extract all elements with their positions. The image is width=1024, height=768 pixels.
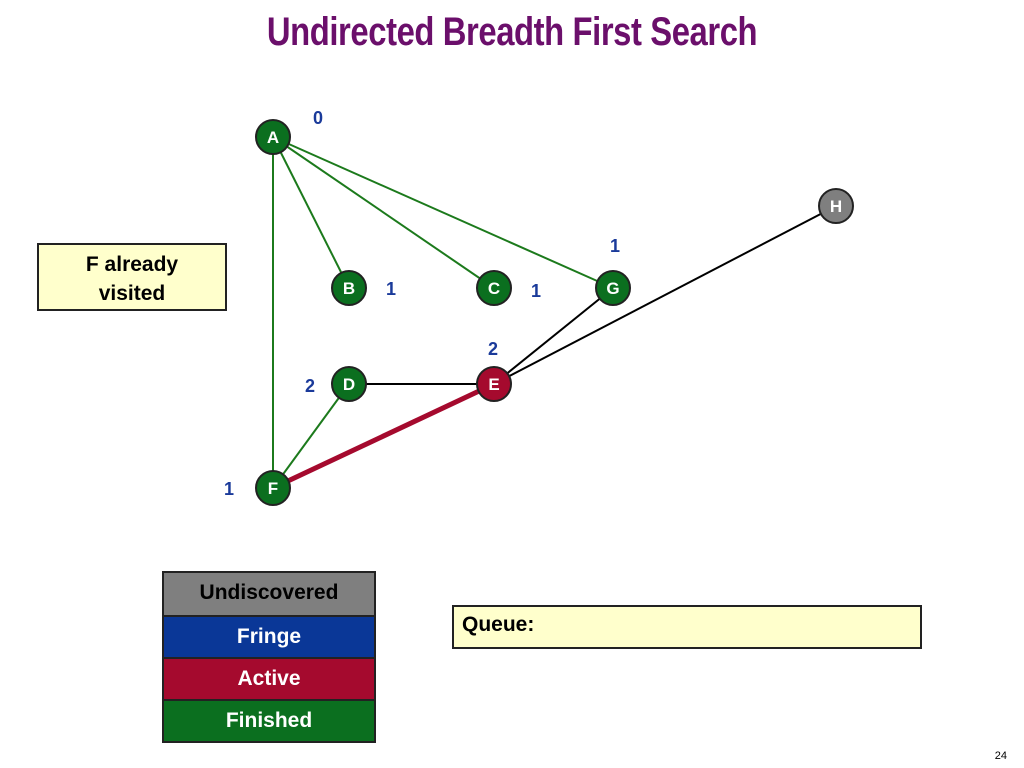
node-label: A (267, 128, 279, 147)
edge-G-E (493, 287, 614, 385)
node-circle (255, 470, 291, 506)
node-circle (476, 366, 512, 402)
distance-label-E: 2 (488, 339, 498, 359)
queue-label: Queue: (462, 613, 535, 636)
node-circle (331, 366, 367, 402)
node-circle (818, 188, 854, 224)
edge-F-D (272, 383, 350, 489)
node-label: D (343, 375, 355, 394)
note-box: F already visited (37, 243, 227, 311)
node-circle (595, 270, 631, 306)
node-label: C (488, 279, 500, 298)
node-H: H (818, 188, 854, 224)
node-label: E (488, 375, 499, 394)
node-label: H (830, 197, 842, 216)
legend-undiscovered: Undiscovered (164, 573, 374, 615)
distance-label-C: 1 (531, 281, 541, 301)
legend: Undiscovered Fringe Active Finished (162, 571, 376, 743)
node-F: F (255, 470, 291, 506)
queue-box: Queue: (452, 605, 922, 649)
edge-A-B (272, 136, 350, 289)
edge-A-C (272, 136, 495, 289)
distance-label-F: 1 (224, 479, 234, 499)
edge-A-G (272, 136, 614, 289)
node-label: F (268, 479, 278, 498)
node-D: D (331, 366, 367, 402)
legend-fringe: Fringe (164, 615, 374, 657)
page-number: 24 (994, 750, 1007, 762)
distance-label-B: 1 (386, 279, 396, 299)
node-G: G (595, 270, 631, 306)
node-C: C (476, 270, 512, 306)
node-circle (255, 119, 291, 155)
node-circle (476, 270, 512, 306)
distance-label-A: 0 (313, 108, 323, 128)
node-label: B (343, 279, 355, 298)
node-A: A (255, 119, 291, 155)
distance-label-G: 1 (610, 236, 620, 256)
note-line-2: visited (98, 282, 166, 305)
edge-E-H (493, 205, 837, 385)
slide-title: Undirected Breadth First Search (266, 10, 758, 54)
legend-finished: Finished (164, 699, 374, 741)
node-B: B (331, 270, 367, 306)
distance-label-D: 2 (305, 376, 315, 396)
node-E: E (476, 366, 512, 402)
node-label: G (606, 279, 619, 298)
node-circle (331, 270, 367, 306)
note-line-1: F already (85, 253, 179, 276)
edge-F-E (271, 381, 496, 491)
legend-active: Active (164, 657, 374, 699)
